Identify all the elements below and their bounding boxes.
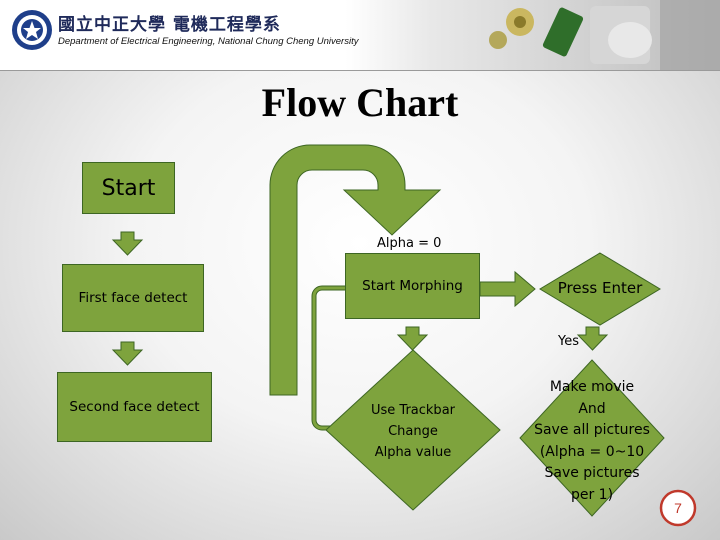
- alpha-zero-label: Alpha = 0: [377, 236, 442, 251]
- start-box: Start: [82, 162, 175, 214]
- page-number-badge: [659, 489, 697, 527]
- header-banner: 國立中正大學 電機工程學系 Department of Electrical E…: [0, 0, 720, 71]
- use-trackbar-diamond: [325, 349, 501, 511]
- arrow-enter-to-movie: [576, 326, 609, 351]
- press-enter-label: Press Enter: [557, 279, 643, 297]
- arrow-morphing-to-enter: [479, 270, 536, 308]
- press-enter-diamond: [539, 252, 661, 326]
- use-trackbar-label: Use Trackbar Change Alpha value: [371, 403, 455, 460]
- second-face-detect-box: Second face detect: [57, 372, 212, 442]
- make-movie-label: Make movie And Save all pictures (Alpha …: [534, 379, 650, 503]
- arrow-start-to-first: [111, 231, 144, 256]
- arrow-first-to-second: [111, 341, 144, 366]
- department-name: Department of Electrical Engineering, Na…: [58, 36, 359, 47]
- loop-arrow: [269, 144, 442, 396]
- first-face-detect-box: First face detect: [62, 264, 204, 332]
- yes-label: Yes: [558, 334, 579, 349]
- start-label: Start: [101, 175, 156, 201]
- second-face-detect-label: Second face detect: [69, 399, 200, 415]
- start-morphing-box: Start Morphing: [345, 253, 480, 319]
- university-seal-icon: [12, 10, 52, 50]
- first-face-detect-label: First face detect: [78, 290, 188, 306]
- school-name: 國立中正大學 電機工程學系: [58, 15, 281, 35]
- banner-decoration: [489, 0, 720, 70]
- make-movie-diamond: [519, 359, 665, 517]
- start-morphing-label: Start Morphing: [362, 278, 463, 294]
- page-title: Flow Chart: [261, 80, 459, 125]
- arrow-morphing-to-trackbar: [396, 326, 429, 351]
- page-number: 7: [674, 500, 682, 516]
